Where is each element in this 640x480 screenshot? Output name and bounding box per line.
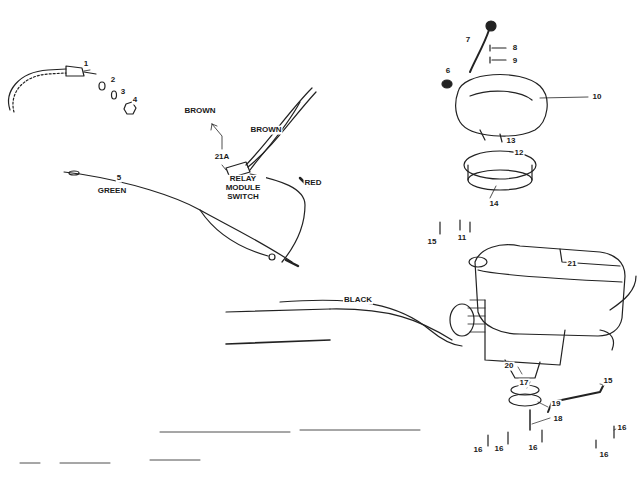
callout-number: 5 bbox=[116, 174, 122, 183]
callout-number: 16 bbox=[528, 444, 539, 453]
callout-number: 21A bbox=[214, 153, 231, 162]
callout-number: 16 bbox=[494, 445, 505, 454]
wire-label: BROWN bbox=[249, 126, 282, 135]
callout-number: 3 bbox=[120, 88, 126, 97]
callout-number: 9 bbox=[512, 57, 518, 66]
wire-label: BROWN bbox=[183, 107, 216, 116]
callout-number: 12 bbox=[514, 149, 525, 158]
callout-number: 11 bbox=[457, 234, 467, 243]
callout-number: 19 bbox=[551, 400, 562, 409]
callout-number: 2 bbox=[110, 76, 116, 85]
callout-number: 6 bbox=[445, 67, 451, 76]
wire-label: RELAY MODULE SWITCH bbox=[220, 175, 266, 201]
wire-label: GREEN bbox=[97, 187, 127, 196]
callout-number: 16 bbox=[617, 424, 628, 433]
callout-number: 16 bbox=[599, 451, 610, 460]
callout-number: 15 bbox=[427, 238, 438, 247]
callout-number: 1 bbox=[83, 60, 89, 69]
wire-label: RED bbox=[304, 179, 323, 188]
callout-number: 14 bbox=[489, 200, 500, 209]
callout-number: 17 bbox=[519, 379, 530, 388]
callout-number: 18 bbox=[553, 415, 564, 424]
callout-number: 8 bbox=[512, 44, 518, 53]
callout-number: 4 bbox=[132, 96, 138, 105]
callout-number: 20 bbox=[504, 362, 515, 371]
callout-number: 21 bbox=[567, 260, 578, 269]
callout-number: 16 bbox=[473, 446, 484, 455]
callout-number: 10 bbox=[592, 93, 603, 102]
wire-label: BLACK bbox=[343, 296, 373, 305]
callout-number: 7 bbox=[465, 36, 471, 45]
callout-number: 13 bbox=[506, 137, 517, 146]
callout-number: 15 bbox=[603, 377, 614, 386]
